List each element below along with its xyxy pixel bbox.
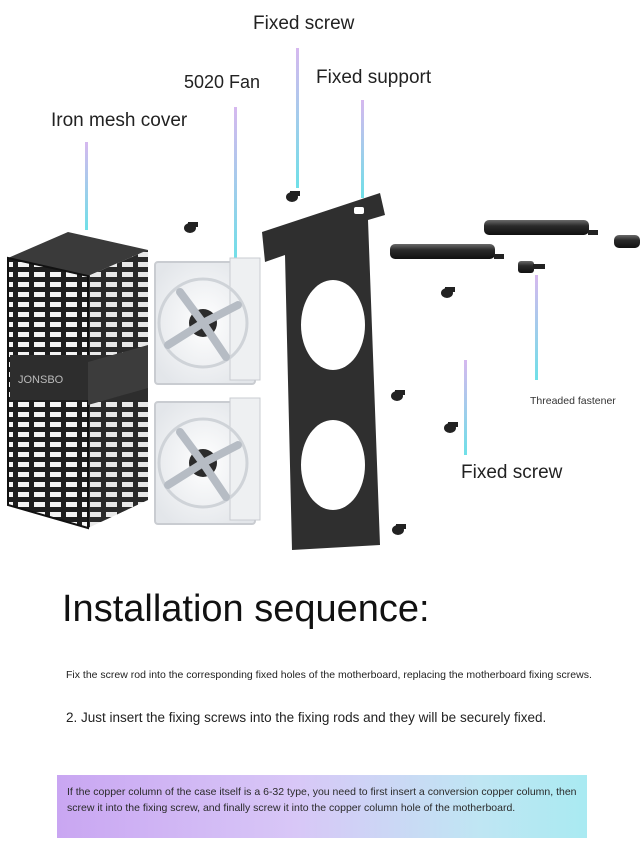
instruction-step-2: 2. Just insert the fixing screws into th…: [66, 710, 547, 725]
label-fan: 5020 Fan: [184, 72, 261, 92]
fixed-support-graphic: [262, 193, 385, 550]
label-fixed-screw-top: Fixed screw: [253, 13, 355, 34]
page-title: Installation sequence:: [62, 588, 430, 630]
label-fixed-screw-bottom: Fixed screw: [461, 462, 563, 483]
leader-lines: [85, 48, 538, 455]
exploded-view-illustration: JONSBO: [7, 48, 640, 550]
instruction-step-1: Fix the screw rod into the corresponding…: [66, 669, 592, 681]
threaded-rods-graphic: [390, 220, 640, 273]
note-text: If the copper column of the case itself …: [67, 786, 577, 814]
fan-graphic-top: [154, 257, 261, 385]
label-fixed-support: Fixed support: [316, 67, 432, 88]
fan-graphic-bottom: [154, 397, 261, 525]
brand-text: JONSBO: [18, 374, 64, 386]
label-threaded-fastener: Threaded fastener: [530, 395, 616, 407]
screws-graphic: [184, 191, 458, 535]
iron-mesh-cover-graphic: JONSBO: [7, 232, 148, 530]
label-iron-mesh-cover: Iron mesh cover: [51, 110, 188, 131]
note-box: If the copper column of the case itself …: [57, 775, 587, 838]
